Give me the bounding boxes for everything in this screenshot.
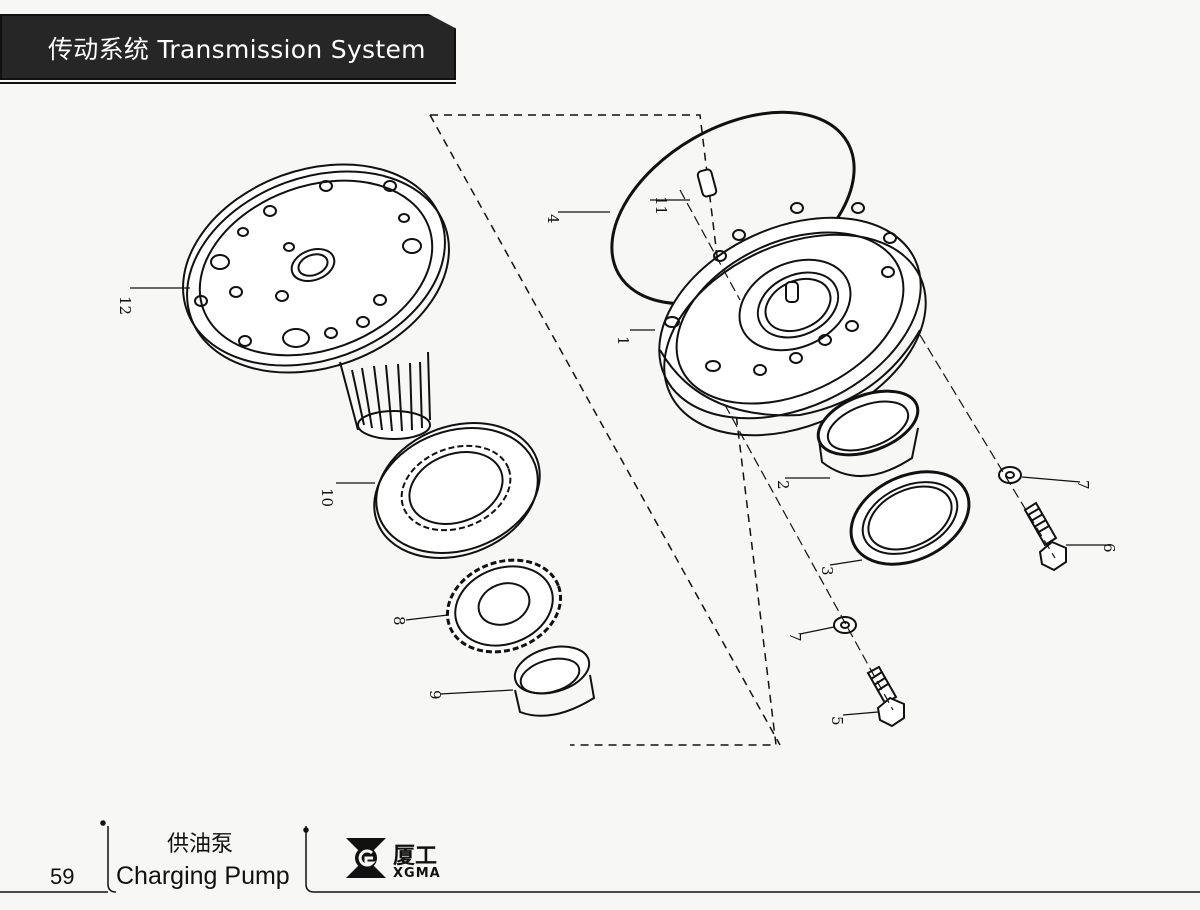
section-title-cn: 供油泵 (167, 832, 234, 857)
callout-2: 2 (774, 480, 792, 490)
part-2-sleeve (816, 389, 920, 478)
callout-12: 12 (116, 296, 134, 315)
part-7-washer-a (998, 466, 1022, 484)
page-number: 59 (50, 864, 75, 889)
callout-5: 5 (828, 716, 846, 726)
part-8-gear (445, 558, 563, 654)
footer-rules (0, 820, 1200, 893)
part-6-bolt (1023, 501, 1067, 572)
brand-name-cn: 厦工 (393, 844, 438, 869)
callout-6: 6 (1100, 543, 1118, 553)
xgma-logo-mark (346, 838, 386, 878)
part-5-bolt (866, 665, 905, 728)
header-band (0, 14, 456, 80)
callout-1: 1 (614, 336, 632, 346)
brand-name-en: XGMA (393, 866, 441, 881)
part-11-pin (696, 168, 718, 198)
callout-3: 3 (818, 566, 836, 576)
page-title: 传动系统 Transmission System (48, 35, 426, 64)
callout-7b: 7 (786, 632, 804, 642)
callout-9: 9 (426, 690, 444, 700)
part-12-disk-shaft (182, 163, 450, 440)
part-7-washer-b (833, 616, 857, 634)
callout-4: 4 (544, 214, 562, 224)
part-1-housing (658, 202, 927, 437)
callout-11: 11 (652, 196, 670, 215)
section-title-en: Charging Pump (116, 862, 290, 890)
callout-10: 10 (318, 488, 336, 507)
callout-7a: 7 (1074, 480, 1092, 490)
part-10-ring-gear (373, 422, 541, 559)
part-9-bushing (513, 645, 596, 717)
callout-8: 8 (390, 616, 408, 626)
header-rule (0, 82, 456, 84)
part-3-seal (849, 470, 971, 566)
